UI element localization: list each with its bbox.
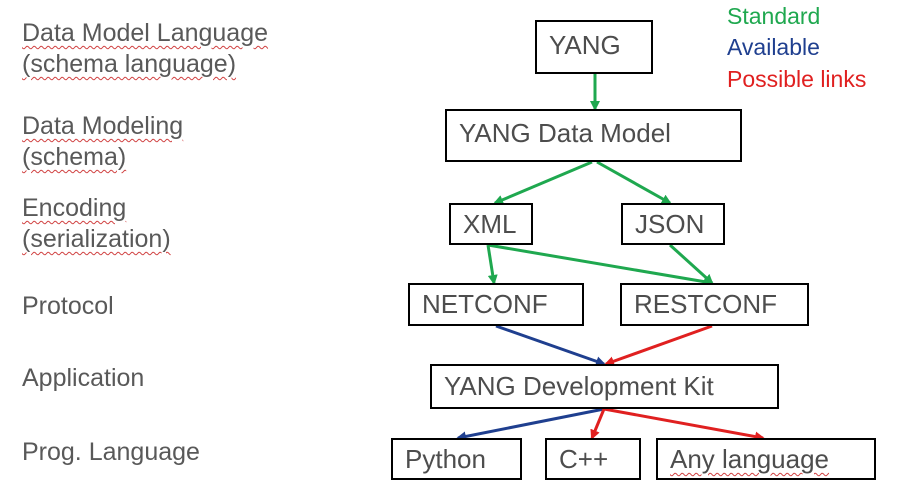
layer-label-encoding: Encoding (serialization) — [22, 194, 171, 253]
layer-label-application: Application — [22, 364, 145, 392]
arrow-ydk-to-any-language — [603, 407, 765, 442]
arrow-ydk-to-python — [456, 407, 605, 442]
arrow-json-to-restconf — [668, 243, 714, 285]
arrow-xml-to-netconf — [486, 244, 498, 285]
arrow-ydk-to-cpp — [590, 408, 606, 440]
legend-available: Available — [727, 34, 820, 60]
arrow-data-model-to-xml — [493, 160, 593, 205]
node-yang-development-kit: YANG Development Kit — [430, 364, 779, 409]
arrow-xml-to-restconf — [487, 243, 714, 287]
layer-label-data-model-language: Data Model Language (schema language) — [22, 19, 269, 78]
node-any-language-label: Any language — [670, 444, 830, 474]
node-json: JSON — [621, 203, 725, 245]
node-yang: YANG — [535, 20, 653, 74]
layer-label-data-modeling: Data Modeling (schema) — [22, 112, 184, 171]
layer-label-prog-language: Prog. Language — [22, 438, 200, 466]
node-any-language: Any language — [656, 438, 876, 480]
layer-label-protocol: Protocol — [22, 292, 114, 320]
node-xml: XML — [449, 203, 533, 245]
node-ydk-label: YANG Development Kit — [444, 371, 714, 401]
arrow-data-model-to-json — [596, 160, 672, 205]
node-restconf: RESTCONF — [620, 283, 809, 326]
node-cpp: C++ — [545, 438, 641, 480]
node-netconf: NETCONF — [408, 283, 584, 326]
legend-possible-links: Possible links — [727, 66, 867, 92]
arrow-netconf-to-ydk — [495, 324, 606, 367]
node-python: Python — [391, 438, 522, 480]
legend-standard: Standard — [727, 3, 821, 29]
arrow-restconf-to-ydk — [604, 324, 713, 367]
node-yang-data-model: YANG Data Model — [445, 109, 742, 162]
